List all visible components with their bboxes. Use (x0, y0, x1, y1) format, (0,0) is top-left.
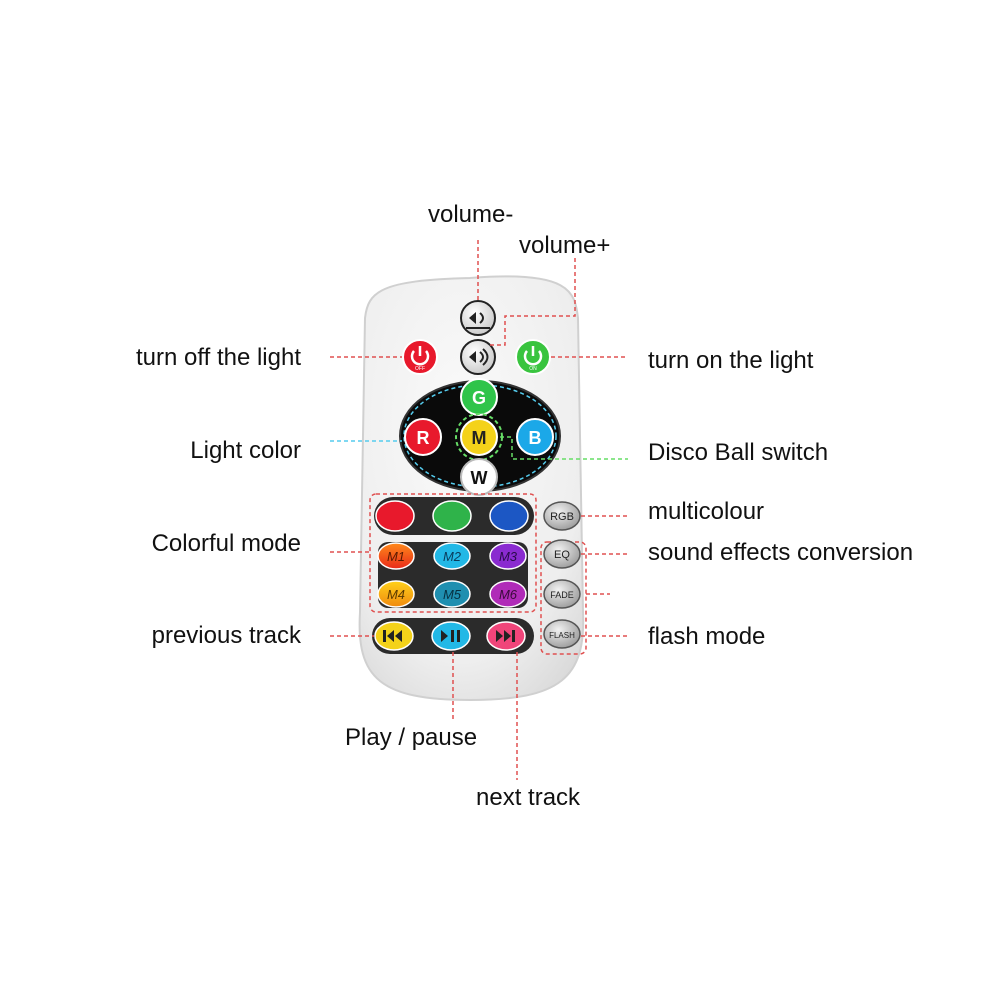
mode-m4-button[interactable]: M4 (377, 580, 415, 608)
label-volume-up: volume+ (519, 232, 611, 259)
mode-m2-button[interactable]: M2 (433, 542, 471, 570)
mode-m5-button[interactable]: M5 (433, 580, 471, 608)
power-icon (410, 350, 430, 366)
label-previous-track: previous track (151, 622, 301, 649)
rgb-button-label: RGB (550, 511, 574, 523)
fade-button[interactable]: FADE (543, 579, 581, 609)
mode-m6-label: M6 (499, 587, 518, 602)
power-on-button[interactable]: ON (515, 339, 551, 375)
blue-button[interactable]: B (516, 418, 554, 456)
flash-button[interactable]: FLASH (543, 619, 581, 649)
mode-button-label: M (472, 428, 487, 448)
label-multicolour: multicolour (648, 498, 765, 525)
play-pause-button[interactable] (431, 621, 471, 651)
next-track-button[interactable] (486, 621, 526, 651)
white-button-label: W (471, 468, 488, 488)
previous-track-button[interactable] (374, 621, 414, 651)
label-light-color: Light color (190, 437, 301, 464)
leader-lines (330, 240, 628, 780)
mode-m4-label: M4 (387, 587, 405, 602)
next-icon (496, 630, 515, 642)
blue-color-button[interactable] (489, 500, 529, 532)
mode-m1-button[interactable]: M1 (377, 542, 415, 570)
power-off-text: OFF (415, 366, 425, 372)
label-colorful-mode: Colorful mode (151, 530, 301, 557)
label-flash-mode: flash mode (648, 623, 766, 650)
volume-down-button[interactable] (460, 300, 496, 336)
blue-button-label: B (529, 428, 542, 448)
mode-m2-label: M2 (443, 549, 462, 564)
red-color-button[interactable] (375, 500, 415, 532)
white-button[interactable]: W (460, 458, 498, 496)
label-turn-off: turn off the light (136, 344, 301, 371)
label-play-pause: Play / pause (345, 724, 478, 751)
mode-m5-label: M5 (443, 587, 462, 602)
label-next-track: next track (476, 784, 581, 811)
rgb-button[interactable]: RGB (543, 501, 581, 531)
volume-up-button[interactable] (460, 339, 496, 375)
mode-m1-label: M1 (387, 549, 405, 564)
green-color-button[interactable] (432, 500, 472, 532)
green-button[interactable]: G (460, 378, 498, 416)
eq-button-label: EQ (554, 549, 570, 561)
power-icon (523, 350, 543, 366)
leader-disco-ball (500, 436, 628, 460)
flash-button-label: FLASH (549, 631, 575, 640)
mode-m3-label: M3 (499, 549, 518, 564)
mode-m6-button[interactable]: M6 (489, 580, 527, 608)
fade-button-label: FADE (550, 590, 574, 600)
label-volume-down: volume- (428, 201, 514, 228)
red-button[interactable]: R (404, 418, 442, 456)
previous-icon (383, 630, 402, 642)
label-sound-effects: sound effects conversion (648, 539, 914, 566)
colorful-mode-outline (369, 493, 537, 613)
play-pause-icon (441, 630, 460, 642)
mode-m3-button[interactable]: M3 (489, 542, 527, 570)
power-off-button[interactable]: OFF (402, 339, 438, 375)
label-disco-ball: Disco Ball switch (648, 439, 829, 466)
green-button-label: G (472, 388, 486, 408)
power-on-text: ON (529, 366, 537, 372)
eq-button[interactable]: EQ (543, 539, 581, 569)
label-turn-on: turn on the light (648, 347, 814, 374)
leader-volume-up (490, 258, 576, 346)
red-button-label: R (417, 428, 430, 448)
color-pill-row (374, 497, 534, 535)
